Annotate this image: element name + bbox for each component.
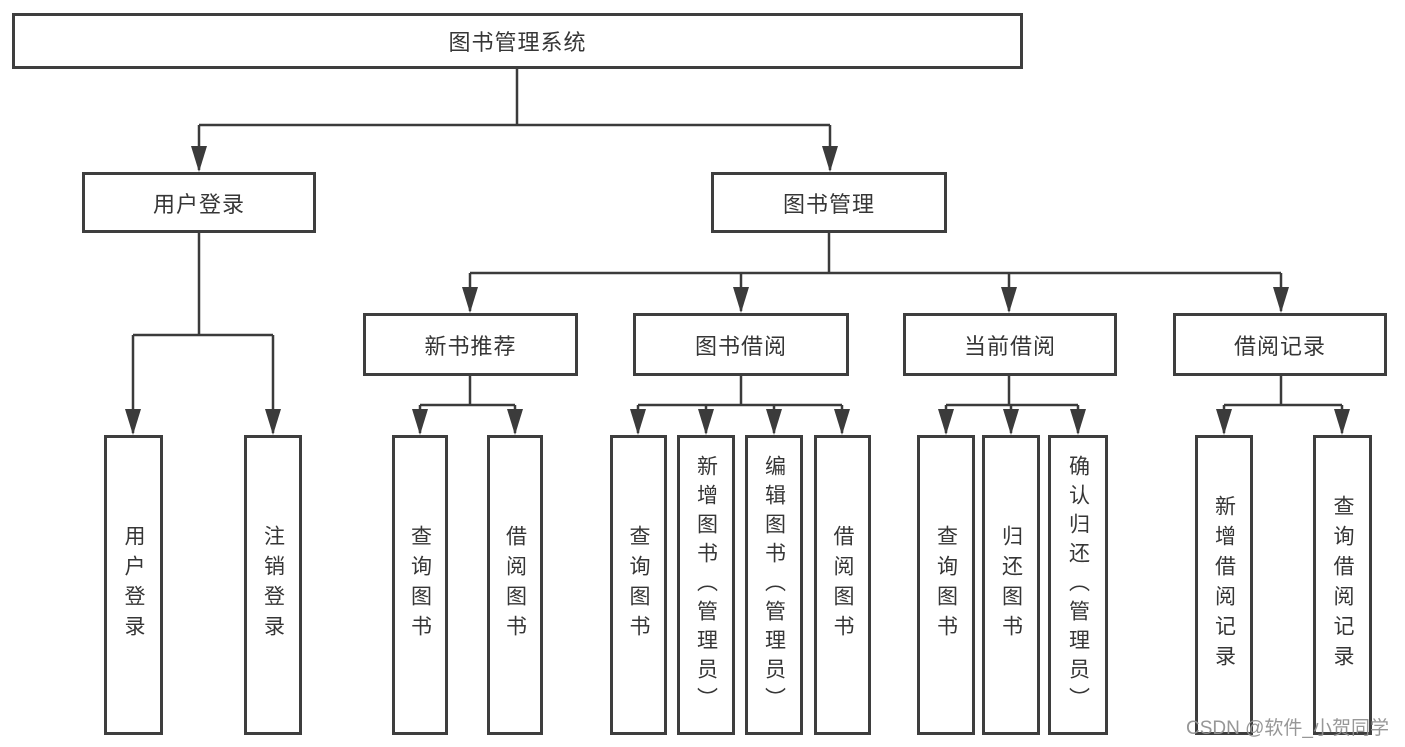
leaf-records-query-record: 查询借阅记录 [1313,435,1372,735]
leaf-borrowing-query-books: 查询图书 [610,435,667,735]
leaf-current-confirm-return-admin: 确认归还（管理员） [1048,435,1108,735]
leaf-borrowing-edit-books-admin: 编辑图书（管理员） [745,435,803,735]
leaf-logout: 注销登录 [244,435,302,735]
leaf-borrowing-borrow-books-label: 借阅图书 [831,525,854,645]
root-branch [191,69,838,172]
leaf-records-query-record-label: 查询借阅记录 [1331,495,1354,675]
leaf-current-confirm-return-admin-label: 确认归还（管理员） [1066,454,1090,716]
current-borrowing-branch [938,376,1086,435]
leaf-current-query-books-label: 查询图书 [934,525,958,645]
borrowing-records-branch [1216,376,1350,435]
leaf-borrowing-edit-books-admin-label: 编辑图书（管理员） [762,454,786,716]
leaf-records-add-record-label: 新增借阅记录 [1212,495,1236,675]
node-book-borrowing: 图书借阅 [633,313,849,376]
node-new-book-recommend: 新书推荐 [363,313,578,376]
node-user-login: 用户登录 [82,172,316,233]
user-login-branch [125,233,281,435]
leaf-records-add-record: 新增借阅记录 [1195,435,1253,735]
node-root: 图书管理系统 [12,13,1023,69]
leaf-current-return-books-label: 归还图书 [999,525,1023,645]
node-new-book-recommend-label: 新书推荐 [424,333,517,359]
leaf-user-login-label: 用户登录 [122,525,145,645]
leaf-logout-label: 注销登录 [261,525,285,645]
node-book-management-label: 图书管理 [782,191,875,217]
node-current-borrowing-label: 当前借阅 [963,333,1056,359]
node-borrowing-records-label: 借阅记录 [1233,333,1326,359]
node-borrowing-records: 借阅记录 [1173,313,1387,376]
node-current-borrowing: 当前借阅 [903,313,1117,376]
node-book-management: 图书管理 [711,172,947,233]
leaf-recommend-borrow-books: 借阅图书 [487,435,543,735]
book-borrowing-branch [630,376,850,435]
node-user-login-label: 用户登录 [152,191,245,217]
leaf-recommend-query-books-label: 查询图书 [408,525,432,645]
leaf-borrowing-borrow-books: 借阅图书 [814,435,871,735]
leaf-user-login: 用户登录 [104,435,163,735]
leaf-borrowing-add-books-admin: 新增图书（管理员） [677,435,735,735]
leaf-recommend-borrow-books-label: 借阅图书 [503,525,527,645]
leaf-recommend-query-books: 查询图书 [392,435,448,735]
leaf-borrowing-query-books-label: 查询图书 [627,525,650,645]
book-management-branch [462,233,1289,313]
leaf-borrowing-add-books-admin-label: 新增图书（管理员） [694,454,718,716]
leaf-current-return-books: 归还图书 [982,435,1040,735]
csdn-watermark: CSDN @软件_小贺同学 [1186,718,1389,739]
node-book-borrowing-label: 图书借阅 [694,333,787,359]
leaf-current-query-books: 查询图书 [917,435,975,735]
node-root-label: 图书管理系统 [448,30,587,55]
new-book-recommend-branch [412,376,523,435]
